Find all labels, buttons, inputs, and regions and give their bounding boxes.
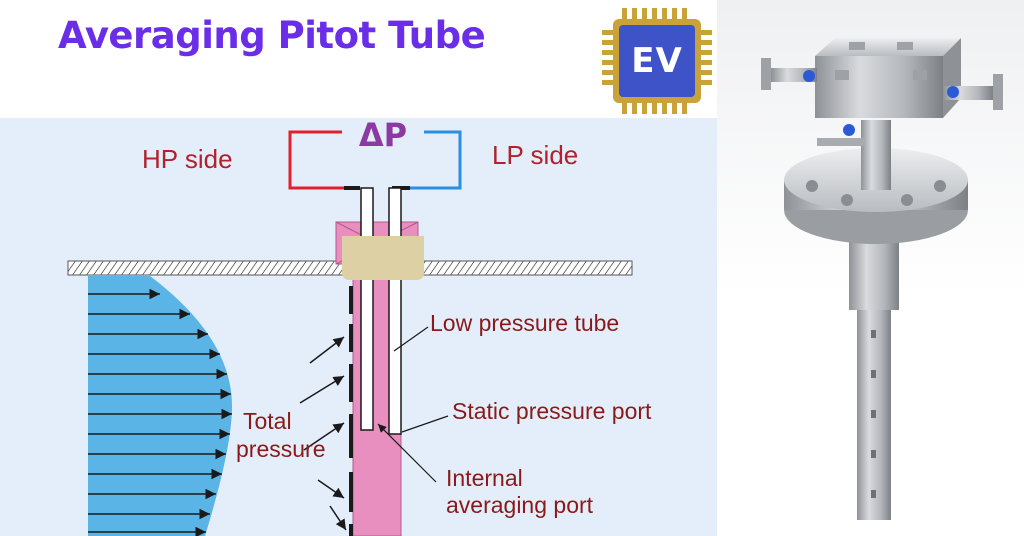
- total-pressure-label-1: Total: [243, 408, 292, 434]
- hp-side-label: HP side: [142, 144, 233, 174]
- pitot-diagram: ΔP HP side LP side Low pressure tube Sta…: [0, 116, 717, 536]
- leader-internal-port: [377, 423, 437, 483]
- logo-text: EV: [631, 41, 683, 81]
- total-pressure-label-2: pressure: [236, 436, 326, 462]
- dp-label: ΔP: [358, 116, 408, 154]
- leader-low-tube: [393, 326, 429, 352]
- flow-arrows: [88, 288, 232, 536]
- ev-logo: EV: [600, 6, 714, 116]
- low-pressure-tube-label: Low pressure tube: [430, 310, 620, 336]
- product-render: [717, 0, 1024, 536]
- hp-line: [288, 130, 348, 190]
- dp-box: [342, 236, 424, 280]
- page-title: Averaging Pitot Tube: [58, 14, 486, 57]
- flow-profile: [88, 276, 232, 536]
- low-pressure-tube: [388, 187, 402, 435]
- high-pressure-tube: [360, 187, 374, 431]
- internal-port-label-2: averaging port: [446, 492, 594, 518]
- internal-port-label-1: Internal: [446, 465, 523, 491]
- chip-icon: [600, 6, 714, 116]
- leader-static-port: [401, 415, 449, 433]
- pitot-tube-render: [761, 38, 1003, 520]
- static-port-label: Static pressure port: [452, 398, 652, 424]
- total-pressure-arrows: [299, 336, 347, 531]
- lp-side-label: LP side: [492, 140, 579, 170]
- lp-line: [406, 130, 462, 190]
